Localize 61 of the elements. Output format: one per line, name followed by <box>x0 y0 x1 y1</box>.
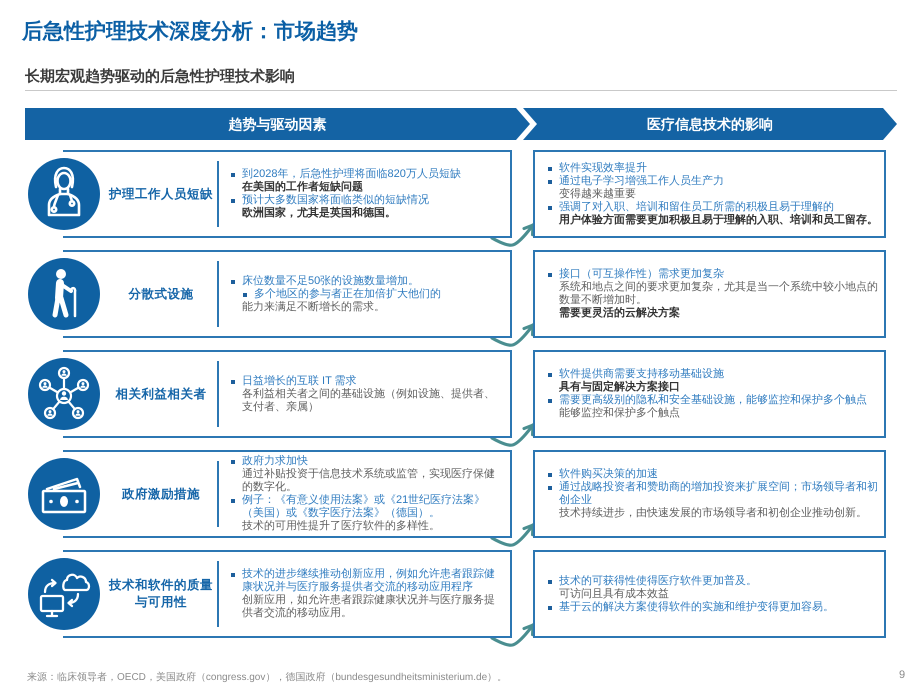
bullet-text: 强调了对入职、培训和留住员工所需的积极且易于理解的 <box>545 200 834 214</box>
row-title: 技术和软件的质量与可用性 <box>108 577 214 611</box>
bullet-text: 需要更高级别的隐私和安全基础设施，能够监控和保护多个触点 <box>545 394 867 407</box>
emphasis-text: 具有与固定解决方案接口 <box>558 381 680 394</box>
emphasis-text: 需要更灵活的云解决方案 <box>558 307 680 320</box>
note-text: 可访问且具有成本效益 <box>558 588 669 600</box>
impact-panel <box>533 150 886 238</box>
note-text: 各利益相关者之间的基础设施（例如设施、提供者、支付者、亲属） <box>241 388 496 414</box>
curved-arrow <box>490 423 535 447</box>
row-title: 相关利益相关者 <box>116 386 206 402</box>
note-text: 创新应用，如允许患者跟踪健康状况并与医疗服务提供者交流的移动应用。 <box>241 594 496 620</box>
bullet-text: 软件实现效率提升 <box>545 162 647 174</box>
bullet-text: 政府力求加快 <box>228 455 308 468</box>
bullet-text: 床位数量不足50张的设施数量增加。 <box>228 274 420 288</box>
impact-panel <box>533 550 886 638</box>
curved-arrow <box>490 223 535 247</box>
page-title: 后急性护理技术深度分析：市场趋势 <box>22 19 358 45</box>
emphasis-text: 欧洲国家，尤其是英国和德国。 <box>241 207 396 220</box>
bullet-text: 例子：《有意义使用法案》或《21世纪医疗法案》（美国）或《数字医疗法案》（德国）。 <box>228 494 504 520</box>
trend-panel <box>28 450 512 538</box>
bullet-text: 技术的可获得性使得医疗软件更加普及。 <box>545 574 757 588</box>
impact-panel <box>533 350 886 438</box>
bullet-text: 多个地区的参与者正在加倍扩大他们的 <box>228 288 441 300</box>
row-title: 分散式设施 <box>128 286 194 302</box>
subtitle: 长期宏观趋势驱动的后急性护理技术影响 <box>25 67 295 86</box>
column-heading: 医疗信息技术的影响 <box>647 116 773 132</box>
bullet-text: 接口（可互操作性）需求更加复杂 <box>545 268 724 281</box>
page-number: 9 <box>899 669 906 682</box>
emphasis-text: 在美国的工作者短缺问题 <box>241 181 363 194</box>
bullet-text: 软件提供商需要支持移动基础设施 <box>545 368 724 381</box>
bullet-text: 日益增长的互联 IT 需求 <box>228 374 357 388</box>
note-text: 技术的可用性提升了医疗软件的多样性。 <box>241 520 440 533</box>
column-heading: 趋势与驱动因素 <box>228 116 326 132</box>
impact-panel <box>533 250 886 338</box>
emphasis-text: 用户体验方面需要更加积极且易于理解的入职、培训和员工留存。 <box>558 214 878 226</box>
curved-arrow <box>490 323 535 347</box>
source-note: 来源：临床领导者，OECD，美国政府（congress.gov），德国政府（bundesgesundheitsministerium.de）。 <box>27 671 508 684</box>
row-title: 护理工作人员短缺 <box>109 186 213 202</box>
header-banner <box>25 108 530 140</box>
curved-arrow <box>490 523 535 547</box>
bullet-text: 软件购买决策的加速 <box>545 468 658 481</box>
header-banner <box>523 108 897 140</box>
note-text: 通过补贴投资于信息技术系统或监管，实现医疗保健的数字化。 <box>241 468 496 494</box>
note-text: 变得越来越重要 <box>558 188 636 200</box>
curved-arrow <box>490 623 535 647</box>
note-text: 系统和地点之间的要求更加复杂，尤其是当一个系统中较小地点的数量不断增加时。 <box>558 281 878 306</box>
trend-panel <box>28 350 512 438</box>
bullet-text: 到2028年，后急性护理将面临820万人员短缺 <box>228 168 461 181</box>
trend-panel <box>28 250 512 338</box>
impact-panel <box>533 450 886 538</box>
row-title: 政府激励措施 <box>122 486 200 502</box>
trend-panel <box>28 150 512 238</box>
trend-panel <box>28 550 512 638</box>
bullet-text: 预计大多数国家将面临类似的短缺情况 <box>228 194 429 207</box>
note-text: 能力来满足不断增长的需求。 <box>241 300 385 314</box>
note-text: 能够监控和保护多个触点 <box>558 407 680 420</box>
bullet-text: 基于云的解决方案使得软件的实施和维护变得更加容易。 <box>545 600 834 614</box>
bullet-text: 通过电子学习增强工作人员生产力 <box>545 174 724 188</box>
bullet-text: 通过战略投资者和赞助商的增加投资来扩展空间；市场领导者和初创企业 <box>545 481 878 507</box>
note-text: 技术持续进步，由快速发展的市场领导者和初创企业推动创新。 <box>558 507 867 520</box>
bullet-text: 技术的进步继续推动创新应用，例如允许患者跟踪健康状况并与医疗服务提供者交流的移动应用程序 <box>228 568 504 594</box>
